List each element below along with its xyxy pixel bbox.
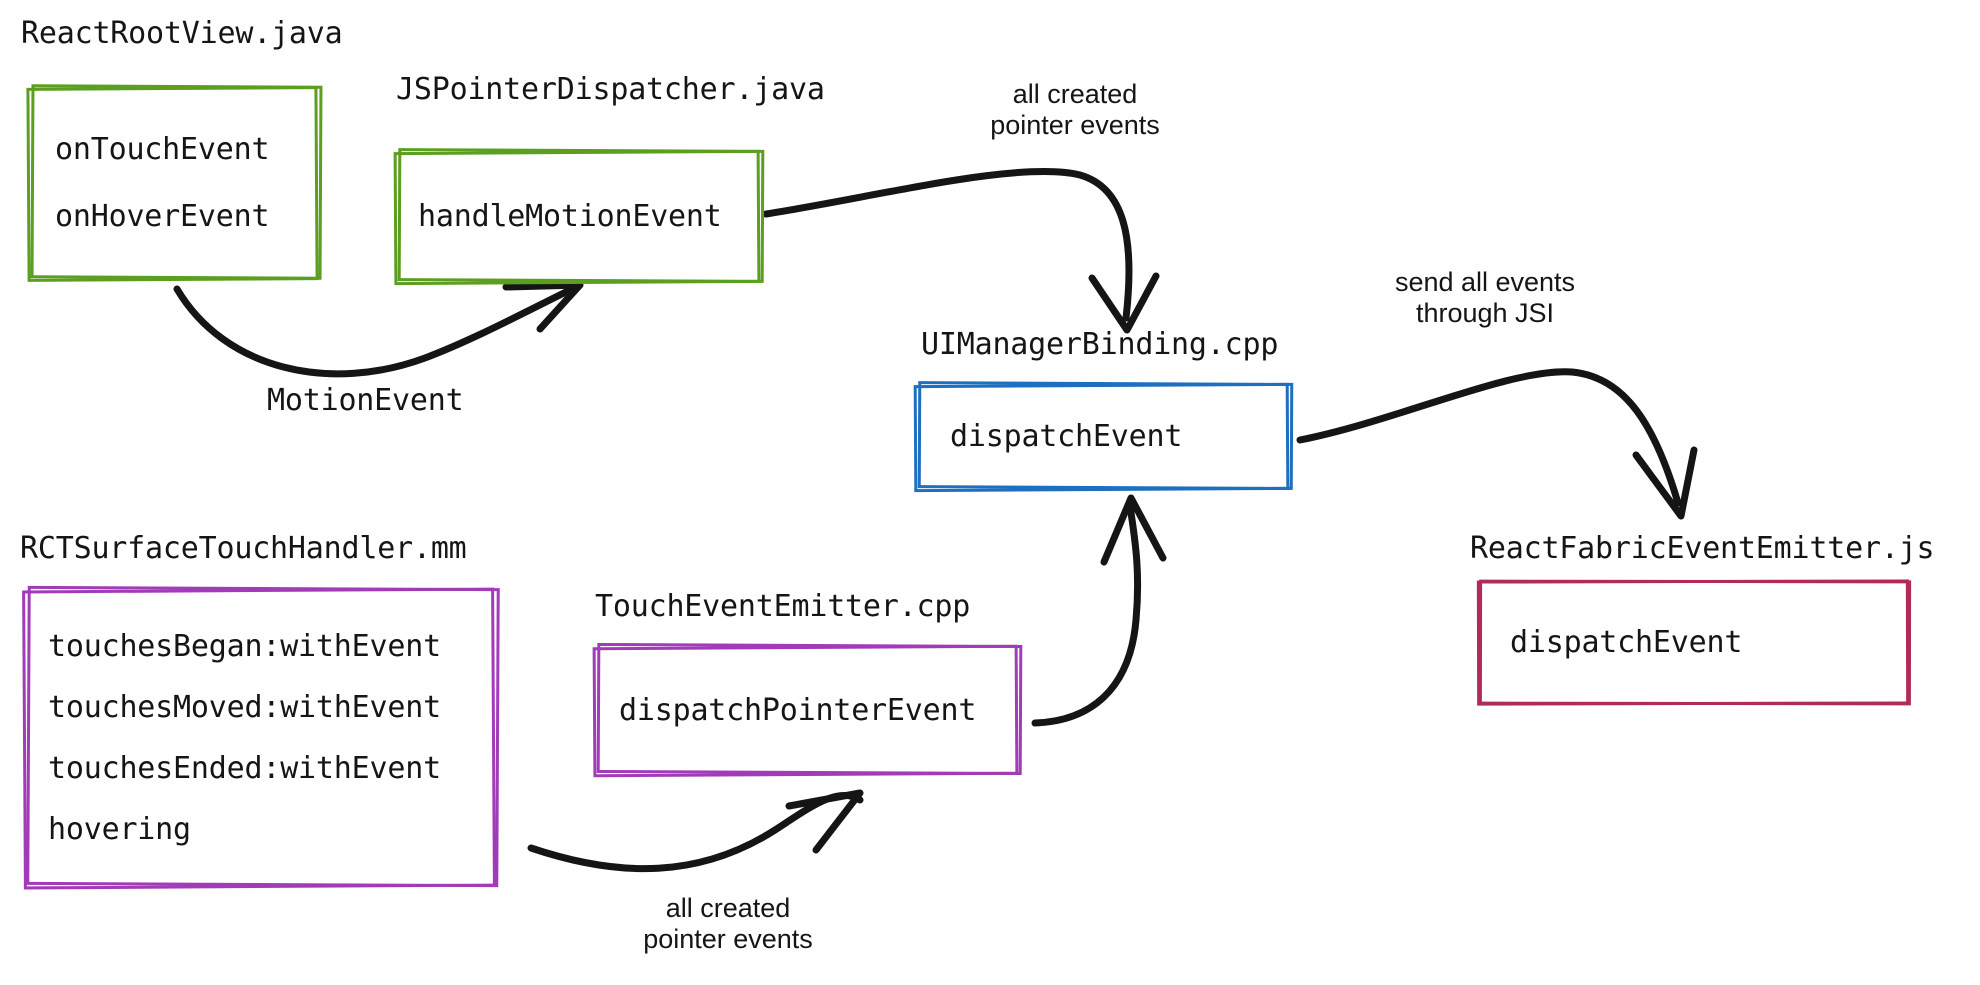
edge-label-android-pointer-events: all created pointer events <box>990 79 1160 140</box>
node-rct-surface-touch-handler[interactable]: touchesBegan:withEvent touchesMoved:with… <box>22 585 500 890</box>
method-touches-ended: touchesEnded:withEvent <box>48 750 441 786</box>
edge-label-ios-pointer-events: all created pointer events <box>643 893 813 954</box>
arrow-motion-event <box>173 281 584 378</box>
method-on-touch-event: onTouchEvent <box>55 132 270 167</box>
method-dispatch-event: dispatchEvent <box>1510 625 1743 660</box>
caption-react-fabric-event-emitter: ReactFabricEventEmitter.js <box>1470 531 1935 566</box>
caption-js-pointer-dispatcher: JSPointerDispatcher.java <box>396 72 825 107</box>
edge-label-jsi-bridge: send all events through JSI <box>1394 267 1576 328</box>
method-handle-motion-event: handleMotionEvent <box>418 199 722 234</box>
edge-label-motion-event: MotionEvent <box>267 383 464 418</box>
method-touches-began: touchesBegan:withEvent <box>48 628 441 664</box>
method-hovering: hovering <box>48 811 191 847</box>
arrow-emitter-to-binding <box>1031 494 1167 727</box>
arrow-jsi-bridge <box>1296 368 1698 520</box>
caption-react-root-view: ReactRootView.java <box>21 16 343 51</box>
arrow-ios-pointer-events <box>527 789 864 873</box>
node-js-pointer-dispatcher[interactable]: handleMotionEvent <box>393 148 765 286</box>
node-touch-event-emitter[interactable]: dispatchPointerEvent <box>592 642 1023 778</box>
node-ui-manager-binding[interactable]: dispatchEvent <box>913 381 1294 493</box>
caption-ui-manager-binding: UIManagerBinding.cpp <box>921 327 1279 362</box>
method-dispatch-pointer-event: dispatchPointerEvent <box>619 692 977 728</box>
caption-touch-event-emitter: TouchEventEmitter.cpp <box>595 589 971 624</box>
node-react-fabric-event-emitter[interactable]: dispatchEvent <box>1476 579 1912 706</box>
caption-rct-surface-touch-handler: RCTSurfaceTouchHandler.mm <box>20 531 467 566</box>
node-react-root-view[interactable]: onTouchEvent onHoverEvent <box>26 84 323 282</box>
arrow-android-pointer-events <box>762 167 1160 334</box>
method-dispatch-event: dispatchEvent <box>950 419 1183 454</box>
method-on-hover-event: onHoverEvent <box>55 199 270 234</box>
method-touches-moved: touchesMoved:withEvent <box>48 689 441 725</box>
